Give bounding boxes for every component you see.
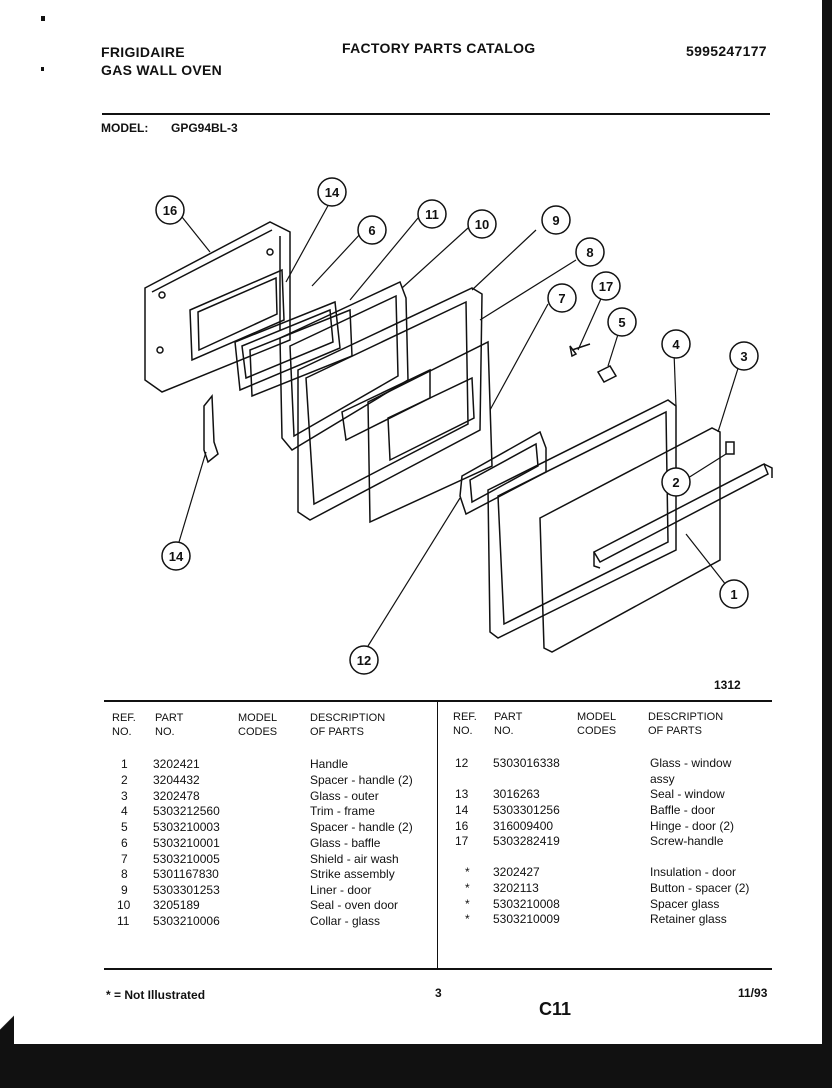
callout-17: 17 bbox=[599, 279, 613, 294]
callout-4: 4 bbox=[672, 337, 680, 352]
callout-16: 14 bbox=[169, 549, 184, 564]
product-name: GAS WALL OVEN bbox=[101, 62, 223, 78]
not-illustrated-note: * = Not Illustrated bbox=[106, 988, 206, 1002]
scan-bottom-edge bbox=[0, 1044, 832, 1088]
part-door-liner bbox=[297, 287, 483, 521]
part-baffle-glass bbox=[234, 300, 341, 392]
callout-10: 10 bbox=[475, 217, 489, 232]
callout-3: 3 bbox=[740, 349, 747, 364]
table-top-rule bbox=[104, 700, 772, 702]
scan-corner-mark bbox=[0, 1000, 14, 1044]
callout-12: 12 bbox=[357, 653, 371, 668]
model-value: GPG94BL-3 bbox=[171, 121, 238, 135]
col-ref-header: REF.NO. bbox=[112, 712, 136, 738]
part-outer-glass bbox=[539, 427, 721, 653]
part-handle bbox=[592, 462, 769, 563]
revision-date: 11/93 bbox=[738, 986, 768, 1000]
part-hinge bbox=[203, 393, 219, 464]
scan-dot bbox=[41, 67, 44, 71]
table-bottom-rule bbox=[104, 968, 772, 970]
col-ref-header-right: REF.NO. bbox=[453, 711, 477, 737]
scan-dot bbox=[41, 16, 45, 21]
model-label: MODEL: bbox=[101, 121, 149, 135]
callout-6: 6 bbox=[368, 223, 375, 238]
catalog-number: 5995247177 bbox=[686, 43, 767, 59]
callout-11: 11 bbox=[425, 207, 439, 222]
callout-5: 5 bbox=[618, 315, 625, 330]
callout-8: 8 bbox=[586, 245, 593, 260]
figure-number: 1312 bbox=[714, 678, 741, 692]
exploded-door-diagram: 16 14 6 11 10 9 8 7 17 5 4 3 2 1 14 12 bbox=[144, 177, 773, 675]
scan-right-edge bbox=[822, 0, 832, 1088]
part-baffle-door bbox=[144, 221, 291, 393]
header-rule bbox=[102, 113, 770, 115]
section-code: C11 bbox=[539, 999, 572, 1019]
callout-13: 14 bbox=[325, 185, 340, 200]
callout-2: 2 bbox=[672, 475, 679, 490]
callout-1: 1 bbox=[730, 587, 737, 602]
table-column-divider bbox=[437, 702, 438, 968]
part-window-seal bbox=[189, 268, 285, 362]
part-air-wash-shield bbox=[367, 340, 493, 524]
part-spacer-handle bbox=[596, 365, 618, 383]
callout-14: 16 bbox=[163, 203, 177, 218]
part-spacer-small bbox=[725, 441, 735, 455]
callout-9: 9 bbox=[552, 213, 559, 228]
brand-name: FRIGIDAIRE bbox=[101, 44, 185, 60]
page-number: 3 bbox=[435, 986, 442, 1000]
callout-7: 7 bbox=[558, 291, 565, 306]
part-trim-frame bbox=[487, 399, 677, 639]
catalog-title: FACTORY PARTS CATALOG bbox=[342, 40, 536, 56]
part-screw-handle bbox=[569, 343, 591, 358]
